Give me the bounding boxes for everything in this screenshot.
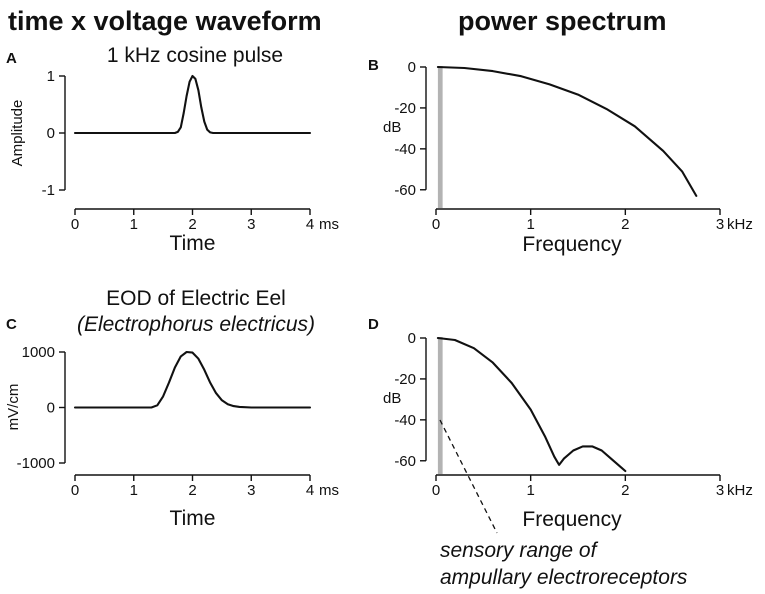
annotation-leader-line [439, 419, 498, 534]
y-tick-label: -60 [394, 182, 416, 199]
y-axis-label: dB [383, 390, 401, 407]
series-line [73, 74, 312, 135]
x-tick-label: 0 [71, 482, 79, 499]
x-tick-label: 1 [526, 482, 534, 499]
x-tick-label: 3 [247, 216, 255, 233]
sensory-band [437, 66, 443, 208]
series-line [436, 336, 627, 473]
y-axis-label: dB [383, 119, 401, 136]
y-tick-label: -20 [394, 371, 416, 388]
column-title-power-spectrum: power spectrum [458, 6, 667, 36]
x-tick-label: 3 [247, 482, 255, 499]
x-unit-label: ms [319, 216, 339, 233]
x-tick-label: 1 [526, 216, 534, 233]
x-tick-label: 4 [306, 216, 314, 233]
x-tick-label: 0 [432, 482, 440, 499]
y-tick-label: -1 [42, 182, 55, 199]
y-axis-label: mV/cm [5, 384, 22, 431]
series-line [436, 65, 698, 197]
y-tick-label: 0 [47, 400, 55, 417]
x-tick-label: 3 [716, 482, 724, 499]
annotation-line-2: ampullary electroreceptors [440, 566, 688, 589]
panel-c-eel-eod: C EOD of Electric Eel (Electrophorus elect… [5, 287, 339, 530]
x-tick-label: 3 [716, 216, 724, 233]
x-axis-label: Frequency [522, 508, 622, 531]
y-axis-label: Amplitude [9, 100, 26, 167]
x-tick-label: 2 [621, 482, 629, 499]
x-axis-label: Time [170, 507, 216, 530]
x-tick-label: 2 [188, 216, 196, 233]
x-tick-label: 1 [130, 216, 138, 233]
y-tick-label: 0 [408, 59, 416, 76]
series-line [73, 350, 312, 409]
y-tick-label: -20 [394, 100, 416, 117]
y-tick-label: -60 [394, 453, 416, 470]
x-tick-label: 0 [432, 216, 440, 233]
panel-letter: C [6, 316, 17, 333]
y-tick-label: 1000 [22, 344, 55, 361]
y-tick-label: -1000 [17, 455, 55, 472]
y-tick-label: 0 [408, 330, 416, 347]
sensory-band [437, 337, 443, 474]
x-tick-label: 2 [621, 216, 629, 233]
panel-title: EOD of Electric Eel [106, 287, 286, 310]
x-axis-label: Time [170, 232, 216, 255]
x-tick-label: 0 [71, 216, 79, 233]
annotation-line-1: sensory range of [440, 539, 599, 562]
y-tick-label: 1 [47, 68, 55, 85]
panel-title: 1 kHz cosine pulse [107, 44, 283, 67]
x-unit-label: kHz [727, 482, 753, 499]
x-tick-label: 2 [188, 482, 196, 499]
y-tick-label: -40 [394, 412, 416, 429]
x-unit-label: ms [319, 482, 339, 499]
x-axis-label: Frequency [522, 233, 622, 256]
x-unit-label: kHz [727, 216, 753, 233]
column-title-time-waveform: time x voltage waveform [8, 6, 322, 36]
y-tick-label: -40 [394, 141, 416, 158]
panel-letter: B [368, 57, 379, 74]
panel-letter: D [368, 316, 379, 333]
panel-subtitle: (Electrophorus electricus) [77, 313, 315, 336]
panel-letter: A [6, 50, 17, 67]
x-tick-label: 4 [306, 482, 314, 499]
y-tick-label: 0 [47, 125, 55, 142]
x-tick-label: 1 [130, 482, 138, 499]
